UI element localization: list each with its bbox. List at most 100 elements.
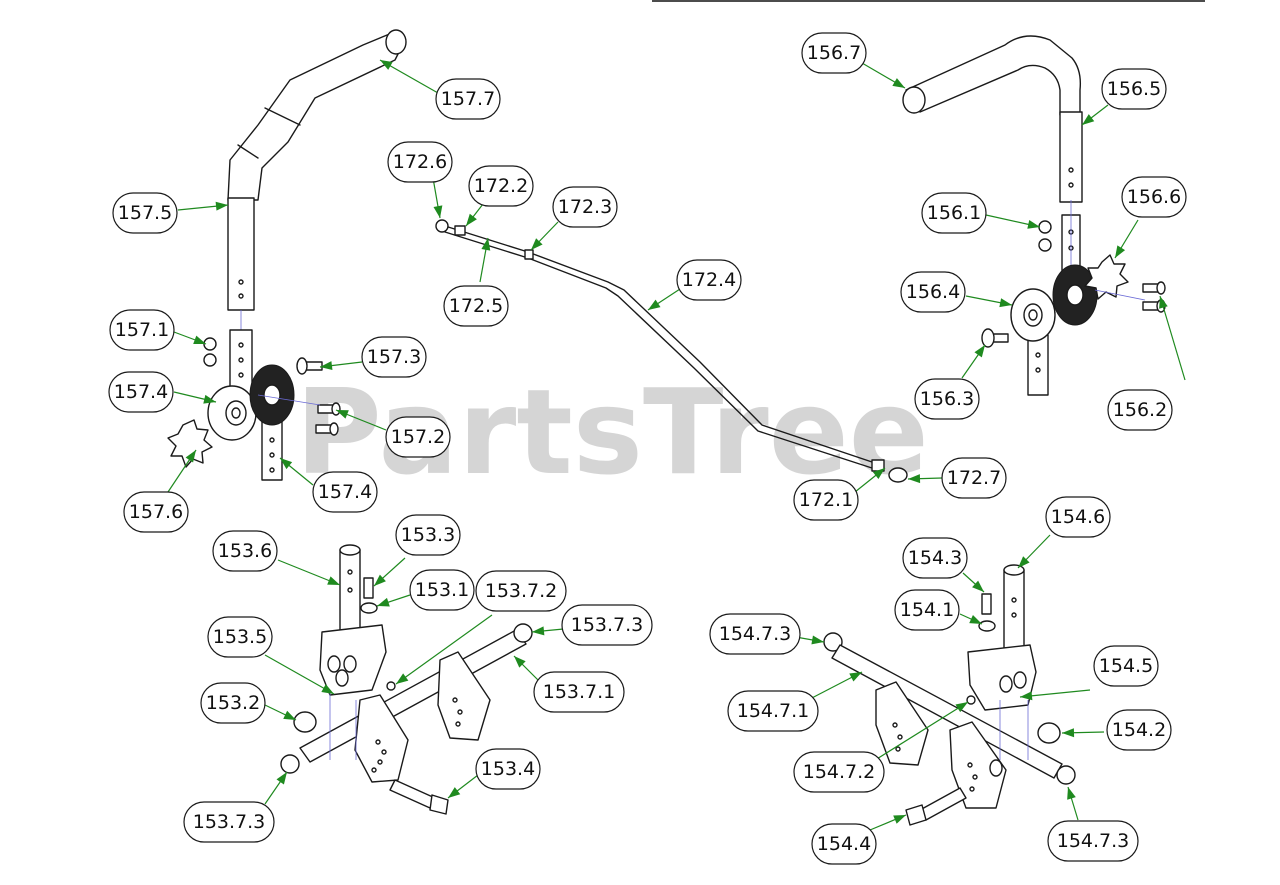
leader-arrow-c-157-1 (193, 335, 206, 344)
rod-end-172-7 (888, 467, 908, 483)
callout-bubble (395, 514, 461, 556)
callout-c-154-7-1: 154.7.1 (727, 690, 819, 732)
callout-bubble (435, 78, 501, 120)
callout-label: 153.7.2 (485, 580, 558, 602)
nut-157-1-b (203, 353, 217, 367)
setscrew-153-7-2 (386, 681, 396, 691)
callout-bubble (109, 309, 175, 351)
callout-c-154-7-2: 154.7.2 (793, 751, 885, 793)
callout-bubble (475, 748, 541, 790)
callout-bubble (900, 271, 966, 313)
callout-c-154-3: 154.3 (902, 537, 968, 579)
callout-bubble (552, 186, 618, 228)
leader-arrow-c-153-7-3a (532, 626, 545, 636)
callout-label: 154.4 (817, 833, 871, 855)
callout-label: 156.7 (807, 42, 861, 64)
leader-arrow-c-172-3 (531, 238, 543, 250)
callout-label: 154.7.2 (803, 761, 876, 783)
leader-arrow-c-156-1 (1027, 220, 1040, 229)
callout-label: 156.1 (927, 202, 981, 224)
callout-label: 154.1 (900, 599, 954, 621)
callout-label: 157.4 (114, 381, 168, 403)
right-control-handle-assembly (902, 35, 1166, 396)
callout-c-156-4: 156.4 (900, 271, 966, 313)
callout-c-157-3: 157.3 (361, 336, 427, 378)
leader-arrow-c-153-6 (327, 576, 340, 585)
linkage-rod-assembly (435, 219, 908, 483)
pivot-bracket-153 (319, 624, 387, 696)
bushing-153-7-3-b (280, 754, 300, 774)
handle-grip-156-7 (905, 35, 1082, 116)
callout-c-153-2: 153.2 (200, 682, 266, 724)
right-pivot-assembly (823, 564, 1076, 826)
leader-arrow-c-154-1 (969, 614, 982, 624)
callout-bubble (941, 457, 1007, 499)
leader-arrow-c-157-4b (280, 458, 293, 470)
callout-label: 154.2 (1112, 719, 1166, 741)
callout-label: 153.1 (415, 579, 469, 601)
leader-arrow-c-172-5 (481, 238, 491, 251)
callout-label: 153.6 (218, 540, 272, 562)
callout-label: 172.3 (558, 196, 612, 218)
callout-c-153-1: 153.1 (409, 569, 475, 611)
callout-bubble (123, 491, 189, 533)
callout-c-172-3: 172.3 (552, 186, 618, 228)
callout-label: 154.6 (1051, 506, 1105, 528)
callout-bubble (1107, 389, 1173, 431)
callout-c-172-7: 172.7 (941, 457, 1007, 499)
callout-c-157-1: 157.1 (109, 309, 175, 351)
handle-grip-end-156-7 (902, 86, 926, 114)
callout-c-156-2: 156.2 (1107, 389, 1173, 431)
callout-c-172-1: 172.1 (793, 479, 859, 521)
nut-156-1-a (1038, 220, 1052, 234)
leader-arrow-c-153-2 (283, 710, 296, 720)
callout-c-153-7-3a: 153.7.3 (561, 604, 653, 646)
callout-label: 154.3 (908, 547, 962, 569)
collar-172-3 (524, 249, 534, 260)
handle-tube-157-5 (227, 197, 255, 311)
setscrew-154-7-2 (966, 695, 976, 705)
jam-nut-172-2 (454, 225, 466, 236)
callout-label: 154.7.1 (737, 700, 810, 722)
spacer-154-2 (1037, 722, 1061, 744)
callout-bubble (200, 682, 266, 724)
leader-arrow-c-157-5 (215, 201, 228, 211)
callout-bubble (533, 671, 625, 713)
handle-grip-157-7 (227, 31, 404, 201)
leader-arrow-c-156-4 (999, 298, 1012, 308)
callout-bubble (1045, 496, 1111, 538)
callout-bubble (443, 285, 509, 327)
leader-arrow-c-172-1 (872, 468, 885, 480)
callout-label: 156.3 (920, 388, 974, 410)
callout-c-153-4: 153.4 (475, 748, 541, 790)
callout-bubble (709, 613, 801, 655)
callout-c-153-6: 153.6 (212, 530, 278, 572)
callout-label: 153.7.3 (571, 614, 644, 636)
mount-plate-153-a (354, 694, 409, 783)
callout-label: 157.5 (118, 202, 172, 224)
leader-arrow-c-156-2 (1159, 296, 1168, 309)
mount-plate-154-b (949, 721, 1007, 809)
leader-arrow-c-157-3 (320, 361, 333, 371)
leader-arrow-c-156-6 (1115, 245, 1126, 258)
callout-label: 157.4 (318, 481, 372, 503)
pin-153-3 (363, 577, 374, 599)
leader-arrow-c-154-5 (1020, 691, 1033, 701)
left-control-handle-assembly (167, 29, 407, 481)
callout-label: 153.3 (401, 524, 455, 546)
washer-153-1 (360, 602, 378, 614)
callout-c-157-6: 157.6 (123, 491, 189, 533)
leader-arrow-c-172-2 (466, 213, 477, 226)
callout-label: 153.4 (481, 758, 535, 780)
callout-c-156-3: 156.3 (914, 378, 980, 420)
leader-arrow-c-156-3 (974, 345, 985, 358)
leader-line-c-154-7-2 (871, 701, 969, 763)
callout-c-154-2: 154.2 (1106, 709, 1172, 751)
leader-arrow-c-153-1 (377, 597, 390, 607)
washer-154-1 (978, 620, 996, 632)
leader-arrow-c-154-6 (1018, 556, 1030, 568)
leader-arrow-c-153-4 (448, 787, 461, 798)
callout-leaders (167, 59, 1186, 831)
callout-bubble (561, 604, 653, 646)
